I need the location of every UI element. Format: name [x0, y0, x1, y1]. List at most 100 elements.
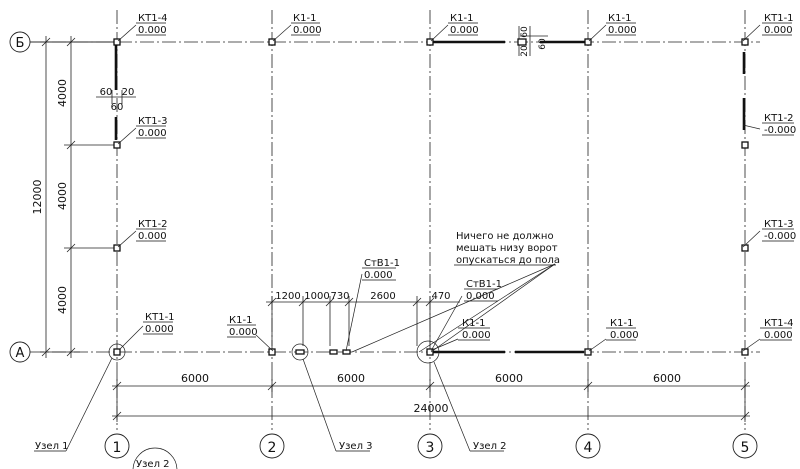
gate-dimensions: 1200 1000 730 2600 470: [266, 291, 460, 346]
dim-detail-20-left: 20: [122, 87, 135, 98]
mark-code: К1-1: [610, 318, 633, 329]
mark-leaders: [117, 24, 761, 353]
dim-detail-60-left: 60: [100, 87, 113, 98]
mark-code: КТ1-1: [145, 312, 175, 323]
mark-code: КТ1-3: [764, 219, 794, 230]
dim-span-1-2: 6000: [181, 372, 209, 385]
mark-level: -0.000: [764, 231, 796, 242]
mark-label: К1-10.000: [448, 13, 479, 36]
dim-span-4-5: 6000: [653, 372, 681, 385]
node-a4: [584, 348, 592, 356]
axis-label-b: Б: [16, 36, 25, 51]
dim-gate-730: 730: [330, 291, 349, 302]
callout-node-1: Узел 1: [35, 441, 69, 452]
node-b3: [426, 38, 434, 46]
mark-level: 0.000: [466, 291, 495, 302]
mark-level: 0.000: [608, 25, 637, 36]
mark-label: КТ1-40.000: [136, 13, 168, 36]
detail-circle-node-3: [291, 343, 309, 361]
dim-span-2-3: 6000: [337, 372, 365, 385]
mark-level: 0.000: [293, 25, 322, 36]
node-a-mid-1: [295, 349, 305, 355]
dim-gate-1000: 1000: [304, 291, 329, 302]
dim-detail-60-top: 60: [520, 26, 530, 38]
mark-label: КТ1-10.000: [762, 13, 794, 36]
mark-label: К1-10.000: [227, 315, 258, 338]
mark-label: К1-10.000: [458, 318, 491, 341]
mark-label: КТ1-20.000: [136, 219, 168, 242]
node-b-gate: [517, 38, 527, 46]
mark-code: КТ1-4: [138, 13, 168, 24]
mark-code: КТ1-4: [764, 318, 794, 329]
mark-level: 0.000: [138, 128, 167, 139]
mark-code: КТ1-2: [764, 113, 794, 124]
node-1-mid-2: [113, 244, 121, 252]
mark-code: КТ1-1: [764, 13, 794, 24]
node-5-mid-1: [741, 141, 749, 149]
mark-level: 0.000: [138, 25, 167, 36]
mark-label: КТ1-2-0.000: [762, 113, 796, 136]
mark-level: 0.000: [450, 25, 479, 36]
left-dimensions: 4000 4000 4000 12000: [31, 36, 117, 358]
detail-circle-node-2: [416, 340, 440, 364]
node-a1: [113, 348, 121, 356]
node-b2: [268, 38, 276, 46]
node-a2: [268, 348, 276, 356]
gate-note: Ничего не должно мешать низу ворот опуск…: [454, 231, 560, 266]
node-a3: [426, 348, 434, 356]
axis-bubble-2: [259, 433, 285, 459]
mark-label: К1-10.000: [291, 13, 322, 36]
mark-label: КТ1-3-0.000: [762, 219, 796, 242]
mark-label: К1-10.000: [606, 318, 639, 341]
node-b5: [741, 38, 749, 46]
axis-bubble-3: [417, 433, 443, 459]
wall-segments: [114, 40, 746, 354]
mark-code: К1-1: [608, 13, 631, 24]
axis-label-1: 1: [113, 440, 122, 456]
dim-detail-60-side: 60: [538, 38, 548, 50]
callout-node-3: Узел 3: [339, 441, 373, 452]
mark-level: -0.000: [764, 125, 796, 136]
dim-detail-20: 20: [520, 45, 530, 57]
dim-gate-1200: 1200: [275, 291, 300, 302]
callout-node-2-bottom: Узел 2: [136, 459, 170, 469]
axis-label-5: 5: [741, 440, 750, 456]
mark-code: К1-1: [229, 315, 252, 326]
dim-span-3-4: 6000: [495, 372, 523, 385]
axis-bubble-5: [732, 433, 758, 459]
node-callouts: Узел 1 Узел 3 Узел 2 Узел 2: [34, 357, 507, 469]
mark-code: СтВ1-1: [466, 279, 502, 290]
mark-level: 0.000: [610, 330, 639, 341]
detail-circles: [108, 340, 440, 469]
axis-bubble-1: [104, 433, 130, 459]
dim-bay-a: 4000: [56, 286, 69, 314]
node-a-mid-2: [329, 349, 338, 355]
mark-label: К1-10.000: [606, 13, 637, 36]
axis-bubble-b: [9, 31, 31, 53]
mark-label: КТ1-10.000: [143, 312, 175, 335]
element-marks: КТ1-40.000 К1-10.000 К1-10.000 К1-10.000…: [136, 13, 796, 341]
axis-label-3: 3: [426, 440, 435, 456]
detail-circle-node-1: [108, 343, 126, 361]
mark-label: СтВ1-10.000: [464, 279, 502, 302]
axis-label-2: 2: [268, 440, 277, 456]
dim-total-width: 24000: [414, 402, 449, 415]
dim-total-depth: 12000: [31, 180, 44, 215]
note-line-1: Ничего не должно: [456, 231, 554, 242]
dim-gate-2600: 2600: [370, 291, 395, 302]
mark-label: СтВ1-10.000: [362, 258, 400, 281]
node-a5: [741, 348, 749, 356]
grid-lines: [30, 10, 760, 430]
mark-code: КТ1-3: [138, 116, 168, 127]
mark-code: СтВ1-1: [364, 258, 400, 269]
detail-circle-node-2-bottom: [132, 447, 178, 469]
mark-label: КТ1-40.000: [760, 318, 794, 341]
detail-dimension-left: 60 20 60: [96, 87, 136, 113]
dim-detail-60-below: 60: [111, 102, 124, 113]
axis-label-4: 4: [584, 440, 593, 456]
column-axis-markers: 1 2 3 4 5: [104, 433, 758, 459]
axis-label-a: А: [16, 346, 25, 361]
node-5-mid-2: [741, 244, 749, 252]
node-1-mid-1: [113, 141, 121, 149]
